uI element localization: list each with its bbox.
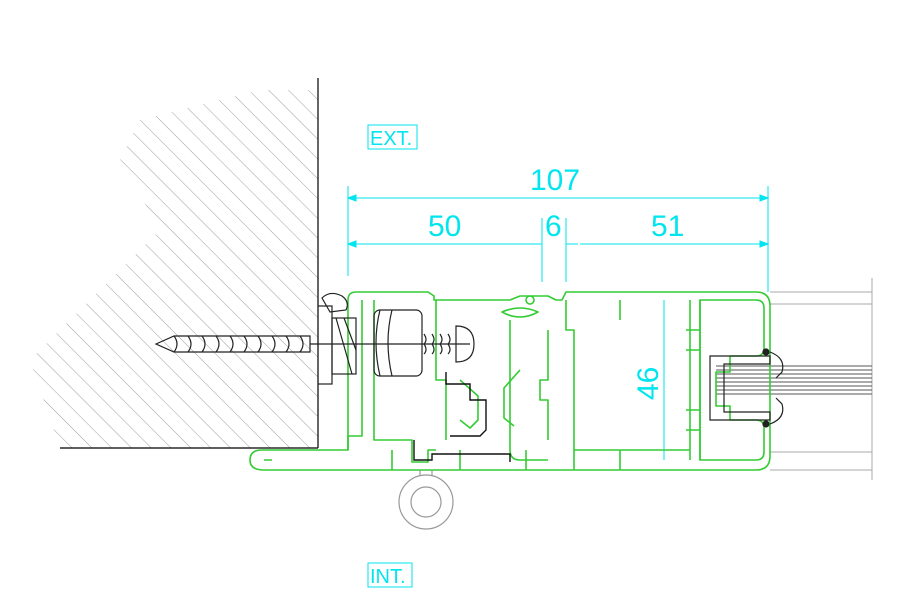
dim-segment-right: 51 xyxy=(651,210,684,243)
dim-segment-gap: 6 xyxy=(545,210,562,243)
wall-hatch xyxy=(30,90,318,448)
dim-segment-left: 50 xyxy=(428,210,461,243)
ext-label: EXT. xyxy=(370,128,412,150)
int-label-box xyxy=(367,562,413,588)
glazing-bead xyxy=(709,348,784,428)
dimension-lines xyxy=(346,186,770,460)
frame-profile xyxy=(249,291,771,471)
reinforcement-insert xyxy=(413,372,511,462)
int-label: INT. xyxy=(370,566,406,588)
glass-sheet xyxy=(716,365,872,395)
dim-profile-depth: 46 xyxy=(632,367,665,400)
wall-outline xyxy=(60,78,319,449)
handle-section xyxy=(398,470,454,530)
anchor-screw xyxy=(154,292,475,385)
dim-overall-width: 107 xyxy=(530,164,580,197)
ext-label-box xyxy=(367,124,418,150)
glazing-panel xyxy=(770,278,873,480)
